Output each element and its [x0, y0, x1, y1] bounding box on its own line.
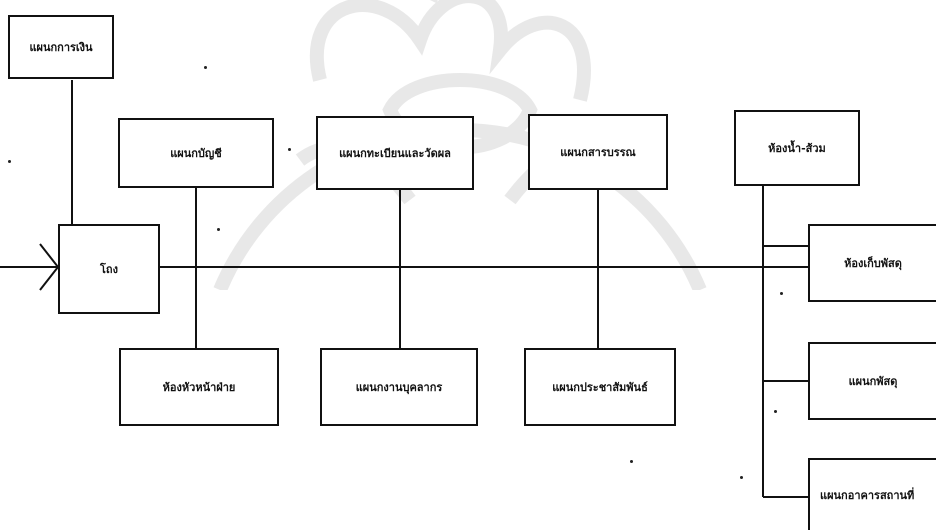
room-restroom: ห้องน้ำ-ส้วม: [734, 110, 860, 186]
room-storeroom-label: ห้องเก็บพัสดุ: [844, 257, 902, 270]
scan-speck: [217, 228, 220, 231]
room-hall: โถง: [58, 224, 160, 314]
room-finance: แผนกการเงิน: [8, 15, 114, 79]
room-restroom-label: ห้องน้ำ-ส้วม: [768, 142, 826, 155]
room-supplies-label: แผนกพัสดุ: [848, 375, 898, 388]
room-registrar: แผนกทะเบียนและวัดผล: [316, 116, 474, 190]
room-buildings-label: แผนกอาคารสถานที่: [820, 489, 915, 502]
scan-speck: [204, 66, 207, 69]
room-storeroom: ห้องเก็บพัสดุ: [808, 224, 936, 302]
scan-speck: [630, 460, 633, 463]
room-buildings: แผนกอาคารสถานที่: [808, 458, 936, 530]
room-hall-label: โถง: [100, 263, 118, 276]
room-registrar-label: แผนกทะเบียนและวัดผล: [339, 147, 451, 160]
room-accounting-label: แผนกบัญชี: [170, 147, 222, 160]
scan-speck: [8, 160, 11, 163]
room-finance-label: แผนกการเงิน: [29, 41, 93, 54]
room-dept-head: ห้องหัวหน้าฝ่าย: [119, 348, 279, 426]
scan-speck: [774, 410, 777, 413]
room-accounting: แผนกบัญชี: [118, 118, 274, 188]
scan-speck: [740, 476, 743, 479]
room-pr: แผนกประชาสัมพันธ์: [524, 348, 676, 426]
room-correspondence: แผนกสารบรรณ: [528, 114, 668, 190]
room-personnel-label: แผนกงานบุคลากร: [355, 381, 443, 394]
scan-speck: [780, 292, 783, 295]
room-personnel: แผนกงานบุคลากร: [320, 348, 478, 426]
room-correspondence-label: แผนกสารบรรณ: [560, 146, 636, 159]
scan-speck: [288, 148, 291, 151]
room-pr-label: แผนกประชาสัมพันธ์: [552, 381, 648, 394]
room-supplies: แผนกพัสดุ: [808, 342, 936, 420]
room-dept-head-label: ห้องหัวหน้าฝ่าย: [162, 381, 236, 394]
